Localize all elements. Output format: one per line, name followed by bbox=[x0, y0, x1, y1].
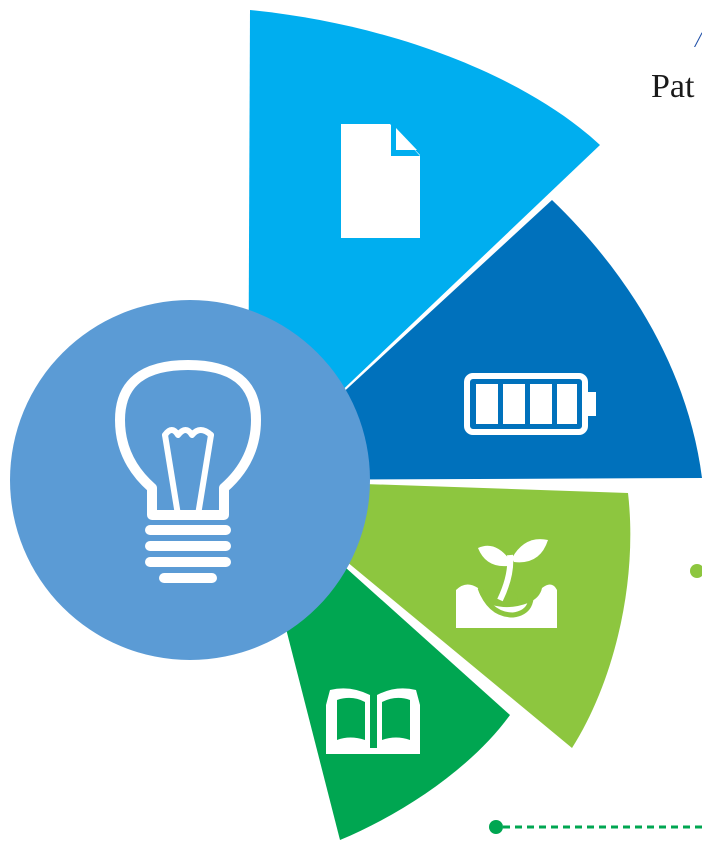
document-icon bbox=[341, 124, 420, 238]
lightbulb-icon bbox=[115, 360, 261, 583]
book-icon bbox=[326, 688, 420, 754]
partial-heading-text: Pat bbox=[651, 68, 695, 105]
sprout-icon bbox=[456, 539, 557, 628]
connector-line-bottom bbox=[489, 820, 702, 834]
connector-dot-right bbox=[690, 564, 702, 578]
battery-icon bbox=[464, 373, 596, 435]
center-circle bbox=[10, 300, 370, 660]
partial-heading-mark: / bbox=[695, 27, 702, 52]
segment-document bbox=[248, 10, 600, 480]
